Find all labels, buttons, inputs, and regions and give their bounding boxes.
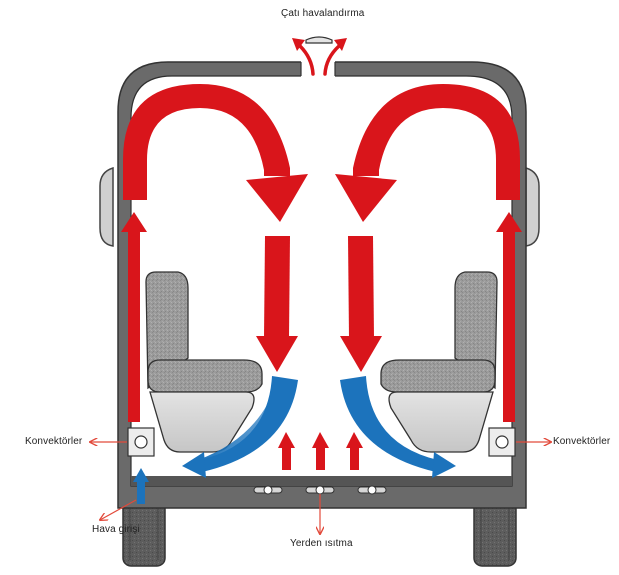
roof-vent-icon	[306, 37, 332, 43]
mirror-right	[526, 168, 539, 246]
roof-vent-label: Çatı havalandırma	[281, 8, 364, 19]
convector-box-icon-right	[489, 428, 515, 456]
air-inlet-label: Hava girişi	[92, 524, 140, 535]
tire-right	[474, 500, 516, 566]
convector-box-icon-left	[128, 428, 154, 456]
cabin-floor	[131, 476, 512, 486]
convectors-left-label: Konvektörler	[25, 436, 82, 447]
mirror-left	[100, 168, 113, 246]
floor-heater-icon	[254, 486, 386, 494]
floor-heating-label: Yerden ısıtma	[290, 538, 353, 549]
convectors-right-label: Konvektörler	[553, 436, 610, 447]
